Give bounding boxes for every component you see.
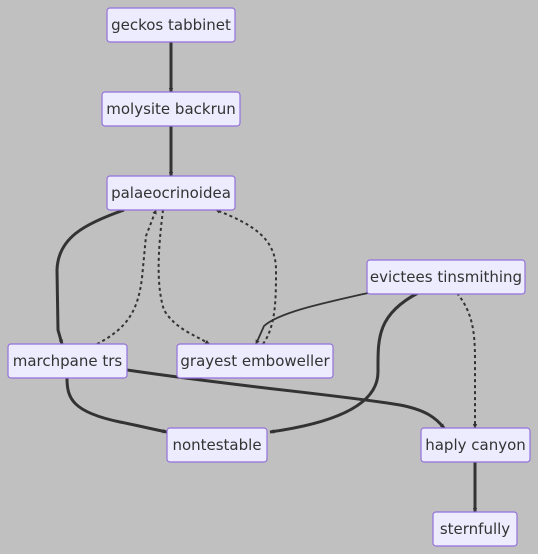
edge-palaeo-to-marchpane bbox=[55, 208, 125, 345]
node-haply-canyon[interactable]: haply canyon bbox=[420, 427, 531, 463]
node-label: palaeocrinoidea bbox=[111, 184, 231, 202]
edge-evictees-to-grayest bbox=[255, 292, 369, 345]
node-label: geckos tabbinet bbox=[111, 16, 231, 34]
node-nontestable[interactable]: nontestable bbox=[166, 427, 268, 463]
node-molysite-backrun[interactable]: molysite backrun bbox=[101, 91, 241, 127]
edge-evictees-to-nontestable bbox=[269, 291, 419, 434]
node-label: grayest emboweller bbox=[180, 352, 330, 370]
edge-marchpane-to-palaeo bbox=[96, 209, 157, 345]
node-sternfully[interactable]: sternfully bbox=[432, 511, 518, 547]
edge-marchpane-to-haply bbox=[126, 368, 446, 429]
node-grayest-emboweller[interactable]: grayest emboweller bbox=[176, 343, 334, 379]
node-label: haply canyon bbox=[425, 436, 526, 454]
edge-marchpane-to-nontestable bbox=[65, 377, 168, 434]
node-evictees-tinsmithing[interactable]: evictees tinsmithing bbox=[366, 259, 526, 295]
edge-evictees-to-haply bbox=[456, 292, 478, 429]
node-label: sternfully bbox=[440, 520, 510, 538]
edge-palaeo-to-grayest bbox=[157, 209, 210, 345]
node-palaeocrinoidea[interactable]: palaeocrinoidea bbox=[106, 175, 236, 211]
node-label: evictees tinsmithing bbox=[370, 268, 522, 286]
node-marchpane-trs[interactable]: marchpane trs bbox=[7, 343, 128, 379]
node-label: marchpane trs bbox=[13, 352, 123, 370]
node-label: molysite backrun bbox=[106, 100, 236, 118]
node-label: nontestable bbox=[172, 436, 261, 454]
node-geckos-tabbinet[interactable]: geckos tabbinet bbox=[106, 7, 236, 43]
edges bbox=[55, 42, 478, 513]
